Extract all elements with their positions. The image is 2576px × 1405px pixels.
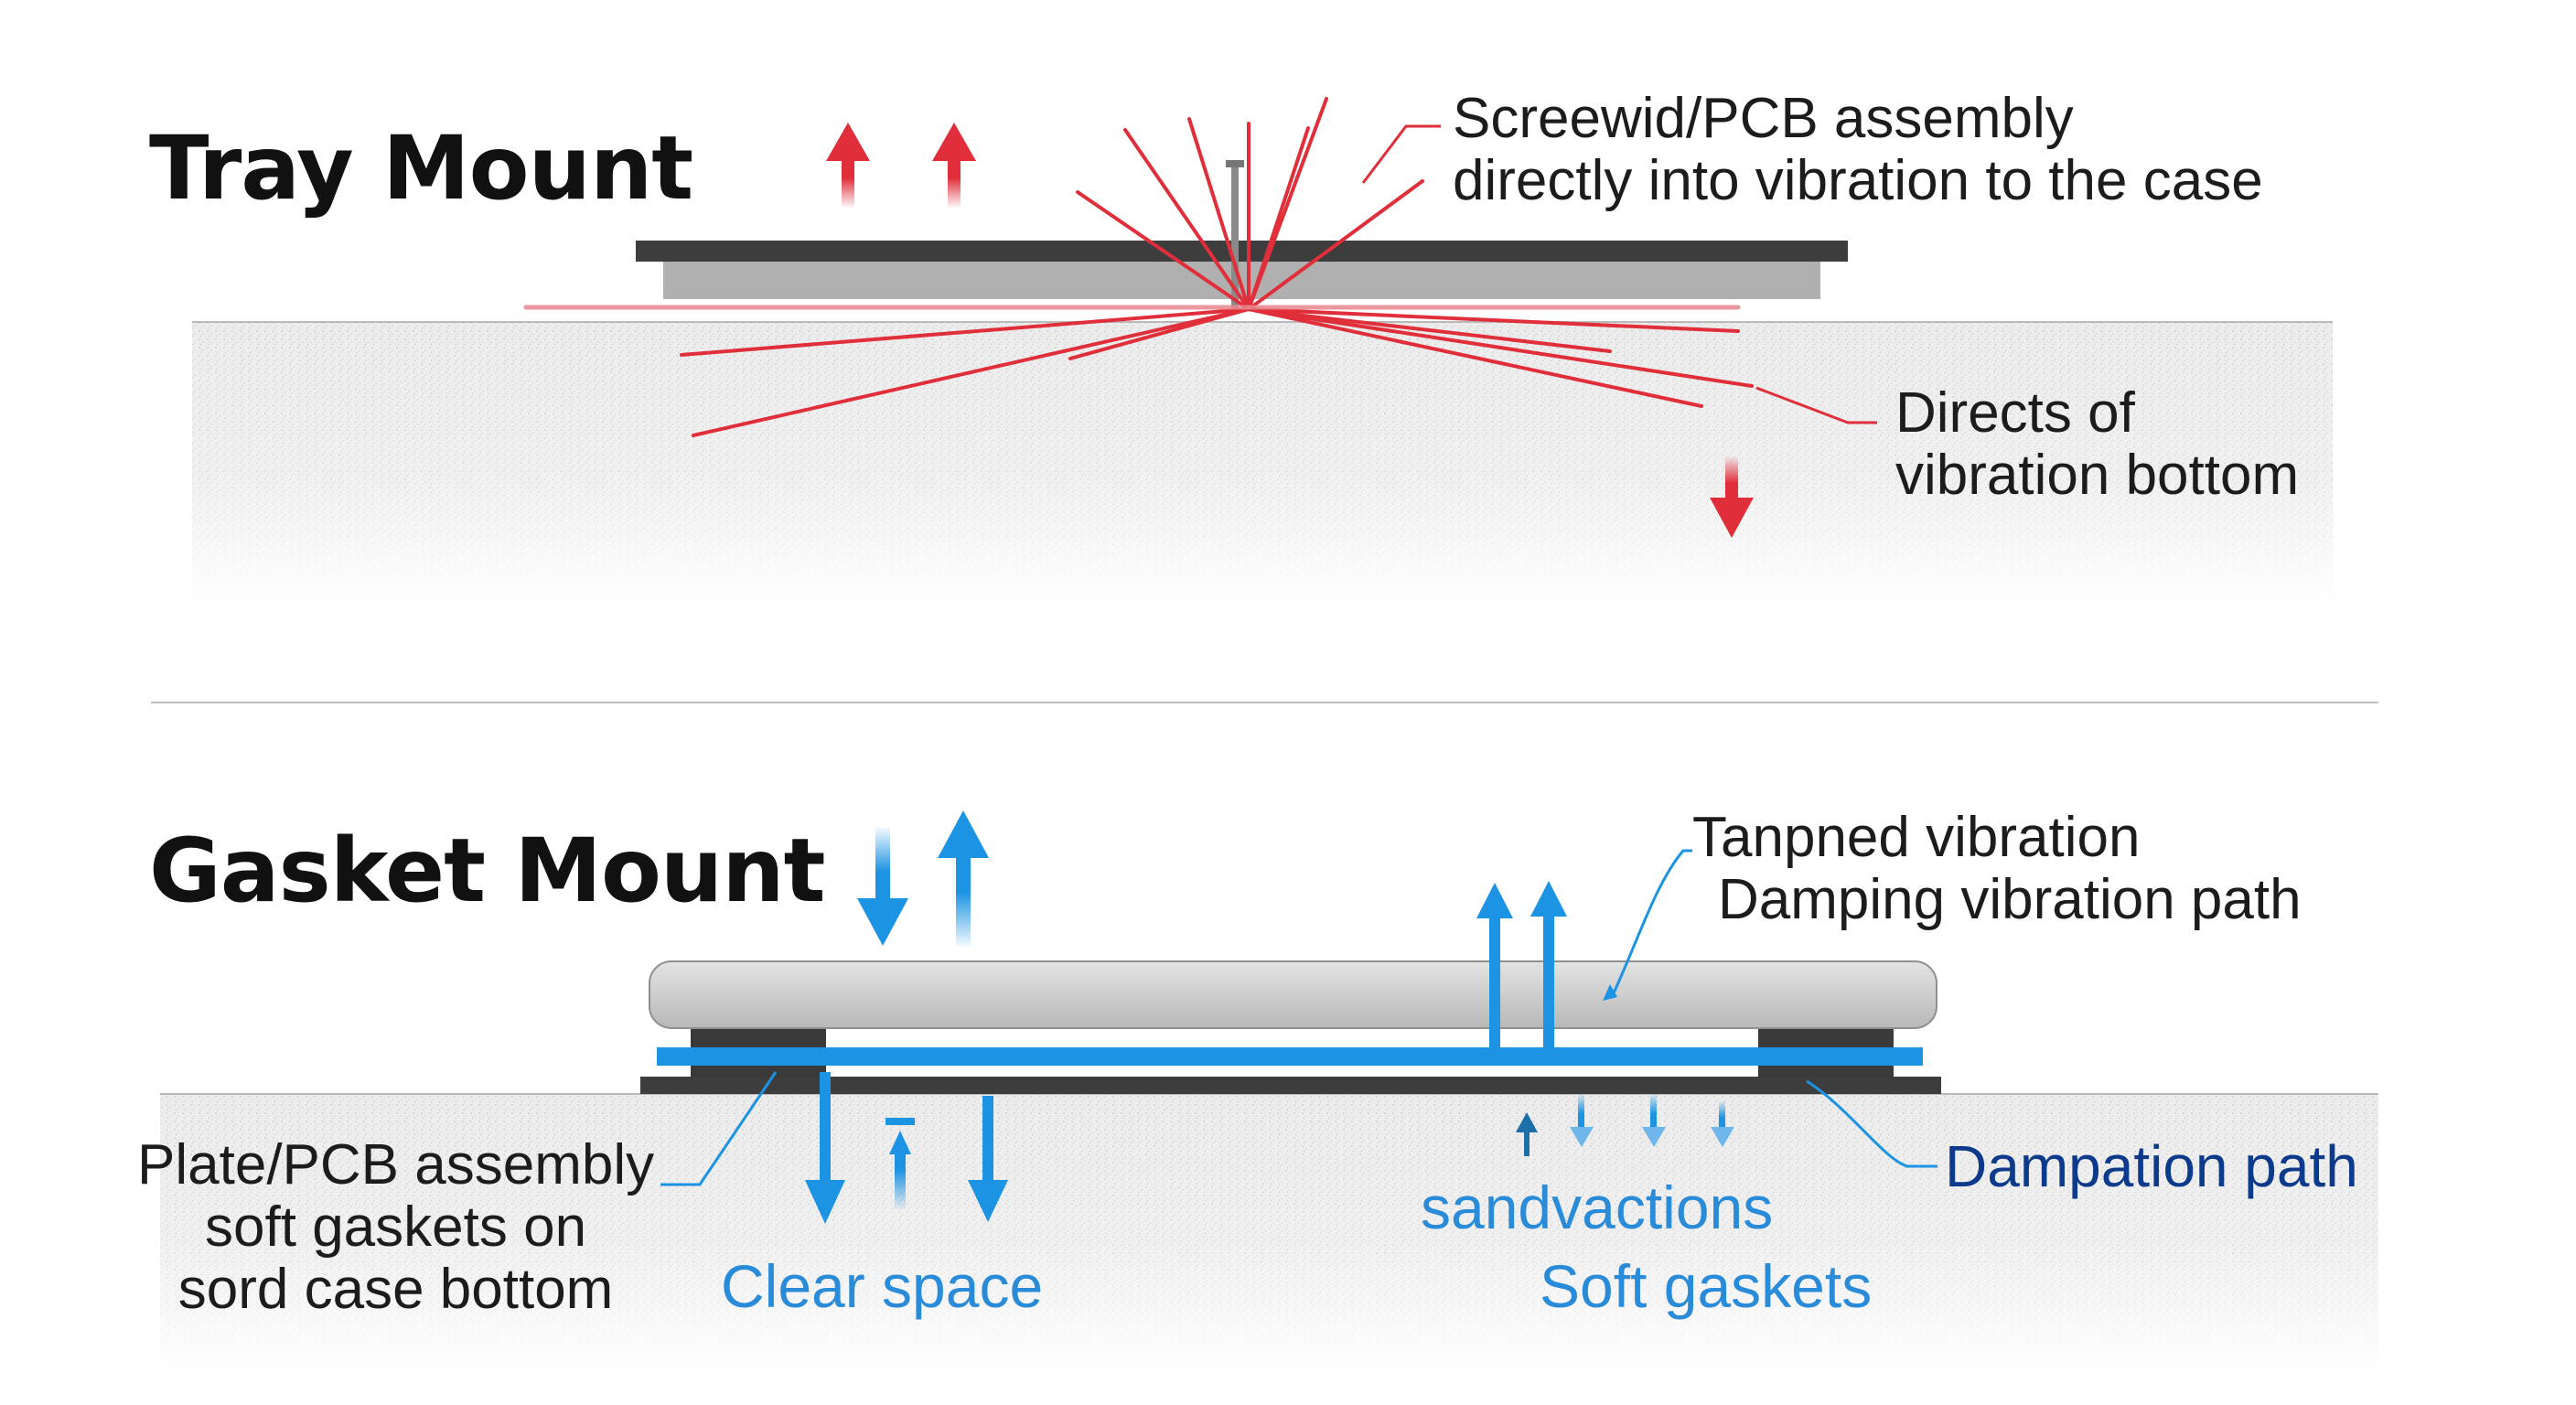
tray-up-arrow-left	[826, 123, 870, 209]
gasket-top-leader	[1610, 849, 1692, 998]
gasket-case-bottom-plate	[640, 1077, 1941, 1094]
tray-top-leader	[1361, 124, 1441, 184]
tray-vibration-rays	[680, 97, 1754, 437]
gasket-tall-up-arrow-1	[1476, 883, 1513, 1052]
dampation-path-label: Dampation path	[1945, 1133, 2358, 1199]
gasket-left-note: Plate/PCB assembly soft gaskets on sord …	[137, 1134, 654, 1321]
tray-right-note-line: Directs of	[1895, 381, 2135, 445]
gasket-up-arrow-top	[938, 810, 989, 947]
gasket-right-leader	[1806, 1079, 1937, 1168]
gasket-mount-section	[160, 810, 2378, 1373]
tray-mount-title: Tray Mount	[149, 117, 693, 220]
gasket-left-leader	[660, 1071, 778, 1186]
sandvactions-label: sandvactions	[1421, 1174, 1774, 1241]
clear-space-label: Clear space	[721, 1252, 1044, 1320]
gasket-small-arrows	[1516, 1094, 1734, 1156]
tray-right-leader	[1755, 386, 1877, 424]
tray-right-note-line: vibration bottom	[1895, 444, 2300, 507]
soft-gaskets-label: Soft gaskets	[1540, 1252, 1873, 1320]
tray-top-note-line: directly into vibration to the case	[1453, 149, 2263, 212]
gasket-top-note: Tanpned vibration Damping vibration path	[1692, 807, 2302, 931]
gasket-mount-title: Gasket Mount	[149, 820, 825, 922]
gasket-left-note-line: Plate/PCB assembly	[137, 1133, 655, 1196]
gasket-top-note-line: Tanpned vibration	[1692, 806, 2141, 869]
gasket-top-note-line: Damping vibration path	[1718, 868, 2302, 931]
gasket-damping-layer	[657, 1047, 1923, 1066]
tray-top-note: Screewid/PCB assembly directly into vibr…	[1453, 88, 2263, 212]
tray-down-arrow	[1710, 456, 1754, 538]
tray-top-note-line: Screewid/PCB assembly	[1453, 87, 2074, 150]
tray-mount-section	[192, 97, 2333, 606]
tray-screw	[1231, 163, 1239, 309]
gasket-up-arrow-below-middle	[886, 1118, 915, 1209]
gasket-down-arrow-below-right	[968, 1096, 1008, 1222]
gasket-down-arrow-below-left	[805, 1072, 845, 1224]
gasket-tall-up-arrow-2	[1530, 881, 1567, 1052]
gasket-down-arrow-top	[857, 828, 908, 946]
tray-right-note: Directs of vibration bottom	[1895, 382, 2299, 507]
tray-plate	[636, 241, 1848, 262]
gasket-left-note-line: sord case bottom	[177, 1258, 614, 1321]
tray-up-arrow-right	[932, 123, 976, 209]
gasket-pcb-plate	[649, 960, 1937, 1029]
gasket-left-note-line: soft gaskets on	[205, 1196, 587, 1259]
